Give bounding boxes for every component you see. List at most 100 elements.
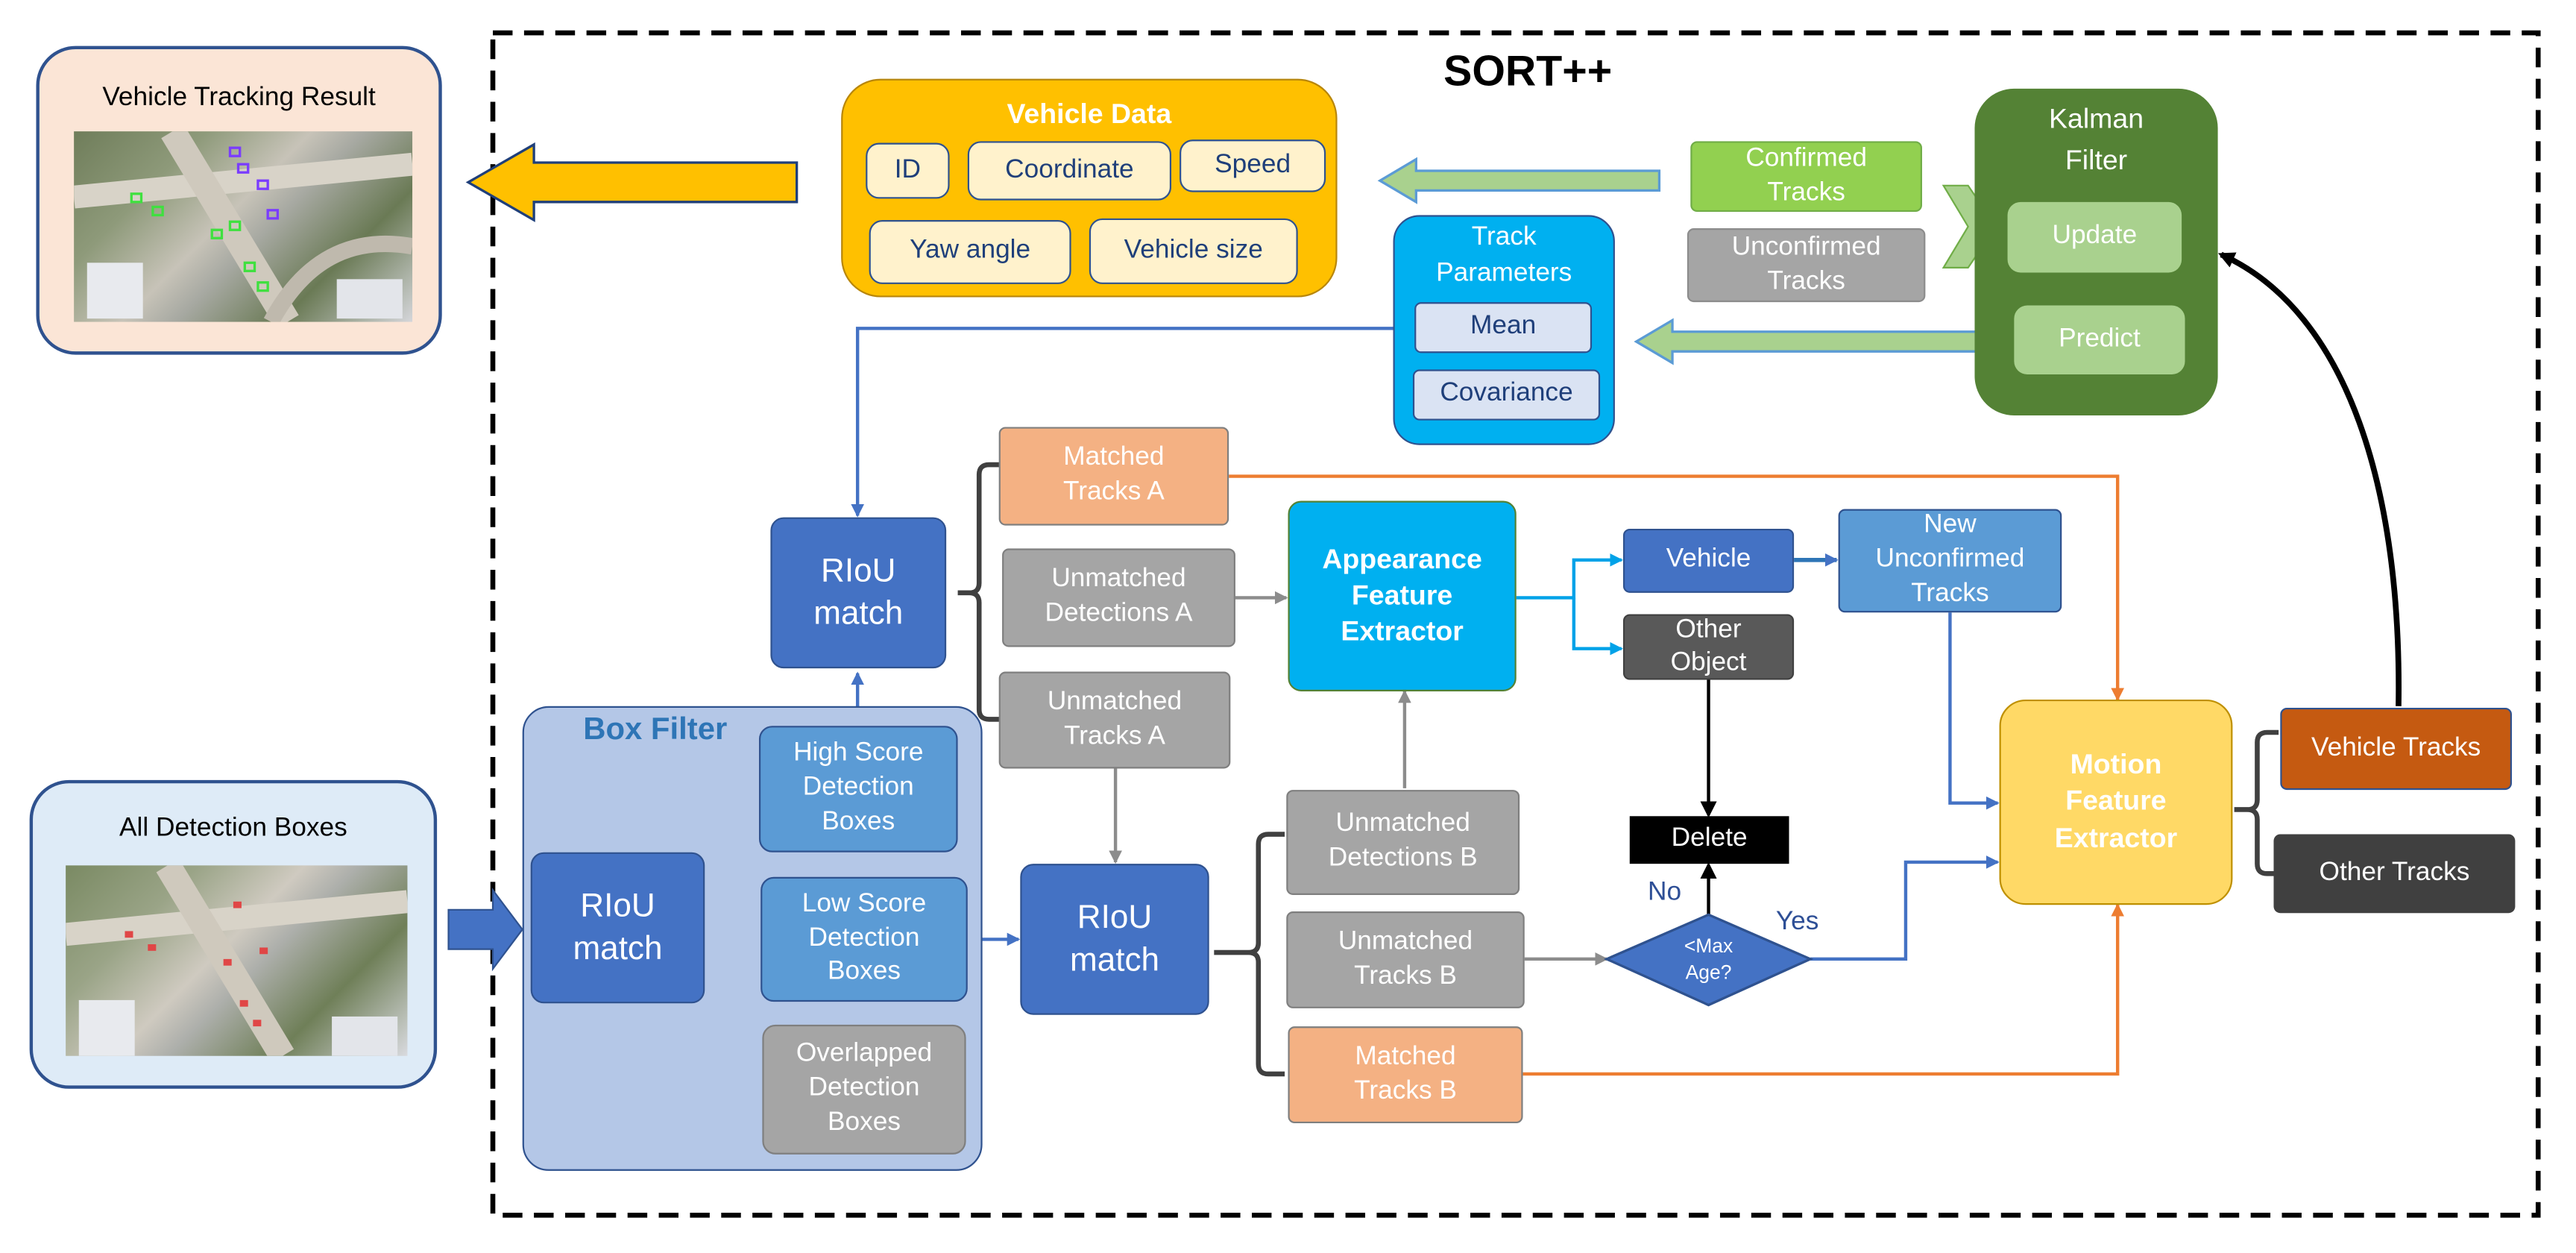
matched-tracks-b: Matched Tracks B [1288, 1026, 1523, 1124]
box-filter-title: Box Filter [583, 712, 728, 747]
udet-b-l2: Detections B [1328, 844, 1478, 873]
confirmed-tracks-l1: Confirmed [1745, 144, 1867, 172]
tracking-scene-art [74, 131, 413, 322]
riou-a-l1: RIoU [821, 553, 896, 590]
riou-a-l2: match [813, 596, 904, 632]
vehicle-data-title: Vehicle Data [1007, 98, 1172, 130]
vehicle-tracks-to-kalman [2217, 251, 2402, 706]
kalman-title-1: Kalman [2049, 103, 2144, 135]
new-unconf-l3: Tracks [1911, 580, 1989, 608]
field-yaw-angle: Yaw angle [869, 220, 1071, 284]
overlapped-boxes: Overlapped Detection Boxes [762, 1024, 966, 1155]
new-unconf-l2: Unconfirmed [1875, 545, 2025, 574]
bracket-tracks [2234, 729, 2279, 876]
yes-label: Yes [1775, 908, 1819, 937]
track-params-title-2: Parameters [1436, 259, 1572, 288]
track-mean: Mean [1414, 302, 1593, 354]
other-object-l2: Object [1670, 648, 1747, 677]
utracks-a-l1: Unmatched [1047, 687, 1182, 716]
other-tracks: Other Tracks [2273, 834, 2516, 914]
unconfirmed-tracks: Unconfirmed Tracks [1687, 228, 1926, 303]
utracks-b-l2: Tracks B [1354, 961, 1457, 990]
delete-box: Delete [1629, 816, 1789, 864]
field-speed: Speed [1180, 139, 1326, 192]
high-l3: Boxes [822, 808, 895, 836]
unmatched-tracks-a: Unmatched Tracks A [998, 671, 1231, 769]
matched-a-l2: Tracks A [1062, 477, 1165, 506]
low-l2: Detection [808, 923, 920, 952]
matched-a-l1: Matched [1063, 443, 1165, 472]
box-filter-riou-match: RIoU match [530, 852, 705, 1004]
motion-l3: Extractor [2054, 822, 2178, 853]
matched-a-to-motion [1229, 474, 2124, 702]
appearance-l3: Extractor [1341, 615, 1464, 647]
no-label: No [1648, 878, 1682, 907]
overlapped-l1: Overlapped [796, 1040, 933, 1068]
udet-b-l1: Unmatched [1335, 809, 1470, 838]
motion-feature-extractor: Motion Feature Extractor [1999, 699, 2233, 905]
detection-boxes-image [66, 865, 408, 1056]
appearance-feature-extractor: Appearance Feature Extractor [1288, 500, 1517, 691]
new-unconfirmed-tracks: New Unconfirmed Tracks [1838, 509, 2062, 613]
other-object-l1: Other [1675, 615, 1742, 644]
output-arrow [465, 142, 799, 222]
tracking-result-panel: Vehicle Tracking Result [36, 45, 442, 355]
update-chevron [1942, 184, 1997, 268]
unconfirmed-tracks-l1: Unconfirmed [1731, 233, 1881, 261]
riou-b-l2: match [1069, 942, 1160, 979]
kalman-update: Update [2007, 201, 2182, 273]
new-unconf-l1: New [1924, 511, 1977, 539]
utracks-b-l1: Unmatched [1338, 927, 1473, 955]
field-id: ID [866, 142, 950, 199]
field-coordinate: Coordinate [967, 141, 1172, 201]
appearance-to-other [1572, 597, 1623, 656]
overlapped-l3: Boxes [827, 1108, 901, 1137]
riou-b-l1: RIoU [1077, 899, 1153, 937]
appearance-to-vehicle [1516, 553, 1623, 600]
matched-b-to-motion [1522, 902, 2124, 1076]
appearance-l2: Feature [1351, 580, 1453, 611]
input-arrow [447, 888, 524, 972]
unconfirmed-tracks-l2: Tracks [1767, 266, 1845, 295]
low-score-boxes: Low Score Detection Boxes [760, 876, 968, 1002]
other-object-class: Other Object [1622, 614, 1795, 680]
riou-match-a: RIoU match [770, 517, 947, 669]
mean-to-riou-a [851, 327, 1413, 518]
bf-riou-l1: RIoU [580, 888, 655, 925]
detection-boxes-panel: All Detection Boxes [29, 779, 438, 1089]
kalman-to-data-arrow [1377, 157, 1661, 204]
detection-boxes-title: All Detection Boxes [119, 814, 347, 843]
sort-title: SORT++ [1443, 45, 1613, 95]
maxage-yes-to-motion [1810, 855, 2000, 961]
detection-scene-art [66, 865, 408, 1056]
high-l2: Detection [802, 773, 914, 802]
high-score-boxes: High Score Detection Boxes [758, 726, 958, 852]
tracking-result-title: Vehicle Tracking Result [102, 84, 376, 112]
low-l3: Boxes [827, 958, 901, 986]
confirmed-tracks-l2: Tracks [1767, 178, 1845, 207]
overlapped-l2: Detection [808, 1074, 920, 1102]
utracks-a-l2: Tracks A [1064, 721, 1165, 750]
sort-frame [490, 30, 2541, 1218]
udet-a-l2: Detections A [1045, 599, 1193, 628]
field-vehicle-size: Vehicle size [1089, 218, 1298, 284]
high-l1: High Score [793, 739, 924, 767]
bracket-riou-b [1214, 832, 1285, 1077]
max-age-l2: Age? [1685, 961, 1732, 984]
vehicle-class: Vehicle [1622, 528, 1795, 593]
confirmed-tracks: Confirmed Tracks [1690, 141, 1922, 213]
kalman-predict: Predict [2014, 305, 2185, 375]
motion-l1: Motion [2070, 749, 2162, 781]
bracket-riou-a [957, 462, 1001, 722]
max-age-l1: <Max [1684, 935, 1733, 958]
low-l1: Low Score [802, 889, 927, 918]
unmatched-detections-b: Unmatched Detections B [1286, 790, 1520, 895]
predict-to-params-arrow [1634, 318, 2003, 365]
riou-match-b: RIoU match [1020, 864, 1209, 1015]
track-covariance: Covariance [1412, 369, 1601, 421]
new-unconfirmed-to-motion [1948, 612, 2000, 810]
max-age-label: <Max Age? [1651, 929, 1766, 992]
unmatched-detections-a: Unmatched Detections A [1002, 548, 1235, 647]
matched-tracks-a: Matched Tracks A [998, 427, 1229, 526]
track-params-title-1: Track [1471, 223, 1537, 251]
